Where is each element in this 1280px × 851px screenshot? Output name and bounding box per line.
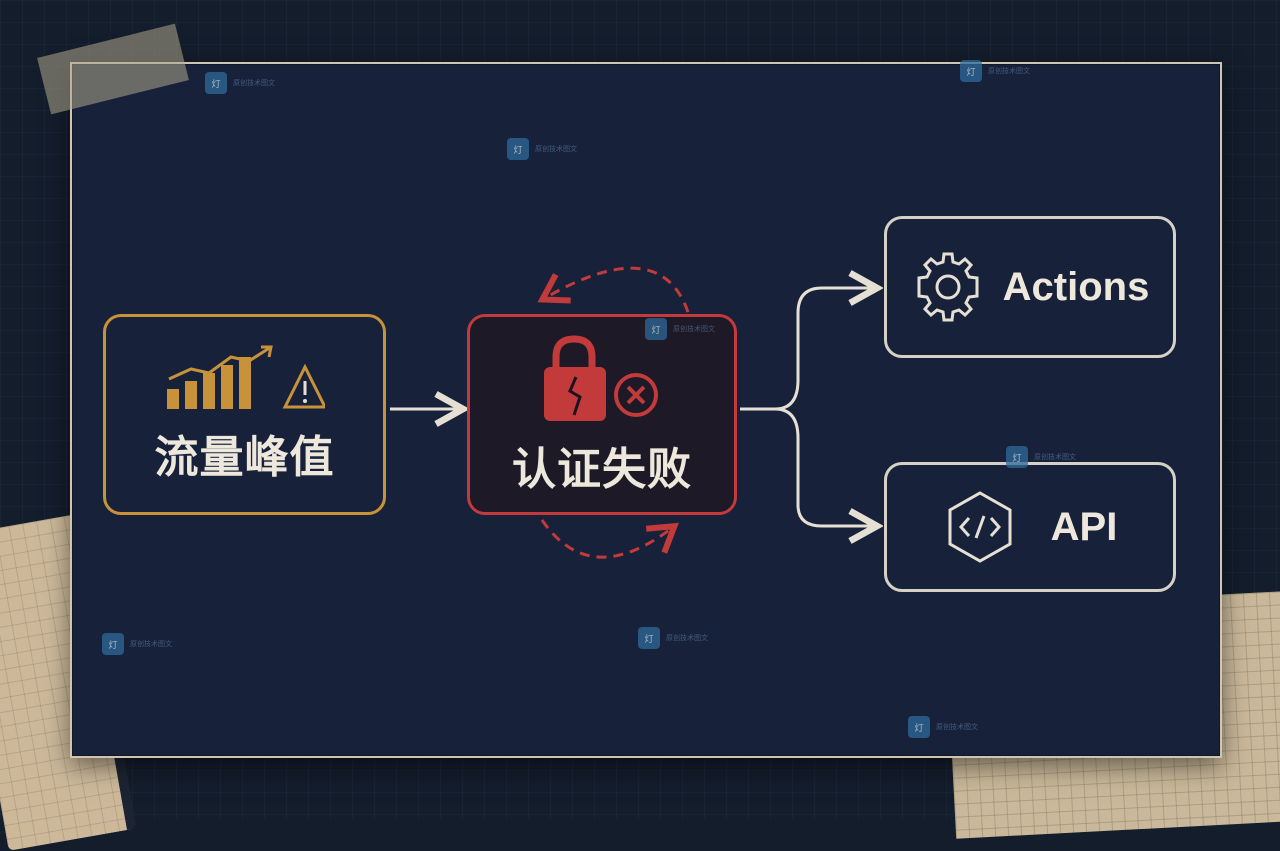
retry-arc-bottom xyxy=(540,519,679,559)
traffic-spike-node: 流量峰值 xyxy=(103,314,386,515)
api-node: API xyxy=(884,462,1176,592)
watermark-logo-icon: 灯 xyxy=(645,318,667,340)
watermark: 灯 原创技术图文 xyxy=(960,60,1030,82)
gear-icon xyxy=(917,252,979,322)
connectors xyxy=(390,266,1280,559)
traffic-spike-label: 流量峰值 xyxy=(154,431,335,483)
watermark-logo-icon: 灯 xyxy=(908,716,930,738)
api-label: API xyxy=(1050,504,1118,549)
watermark-subtext: 原创技术图文 xyxy=(673,325,715,333)
watermark-subtext: 原创技术图文 xyxy=(233,79,275,87)
watermark-subtext: 原创技术图文 xyxy=(130,640,172,648)
watermark: 灯 原创技术图文 xyxy=(205,72,275,94)
watermark-logo-icon: 灯 xyxy=(205,72,227,94)
watermark-logo-icon: 灯 xyxy=(960,60,982,82)
actions-node: Actions xyxy=(884,216,1176,358)
watermark-subtext: 原创技术图文 xyxy=(535,145,577,153)
watermark: 灯 原创技术图文 xyxy=(638,627,708,649)
actions-label: Actions xyxy=(1002,264,1150,309)
watermark: 灯 原创技术图文 xyxy=(1006,446,1076,468)
bar-chart-trend-warning-icon xyxy=(166,345,325,409)
watermark: 灯 原创技术图文 xyxy=(645,318,715,340)
watermark: 灯 原创技术图文 xyxy=(507,138,577,160)
watermark-subtext: 原创技术图文 xyxy=(988,67,1030,75)
auth-failure-node: 认证失败 xyxy=(467,314,737,515)
watermark: 灯 原创技术图文 xyxy=(908,716,978,738)
broken-lock-error-icon xyxy=(544,334,658,421)
code-hexagon-icon xyxy=(948,491,1012,563)
auth-failure-label: 认证失败 xyxy=(512,443,692,495)
edge-auth-api xyxy=(774,407,874,526)
watermark-subtext: 原创技术图文 xyxy=(666,634,708,642)
watermark: 灯 原创技术图文 xyxy=(102,633,172,655)
watermark-logo-icon: 灯 xyxy=(102,633,124,655)
retry-arc-top xyxy=(537,266,690,313)
watermark-logo-icon: 灯 xyxy=(1006,446,1028,468)
watermark-subtext: 原创技术图文 xyxy=(1034,453,1076,461)
watermark-logo-icon: 灯 xyxy=(638,627,660,649)
watermark-subtext: 原创技术图文 xyxy=(936,723,978,731)
watermark-logo-icon: 灯 xyxy=(507,138,529,160)
edge-auth-actions xyxy=(740,288,874,411)
